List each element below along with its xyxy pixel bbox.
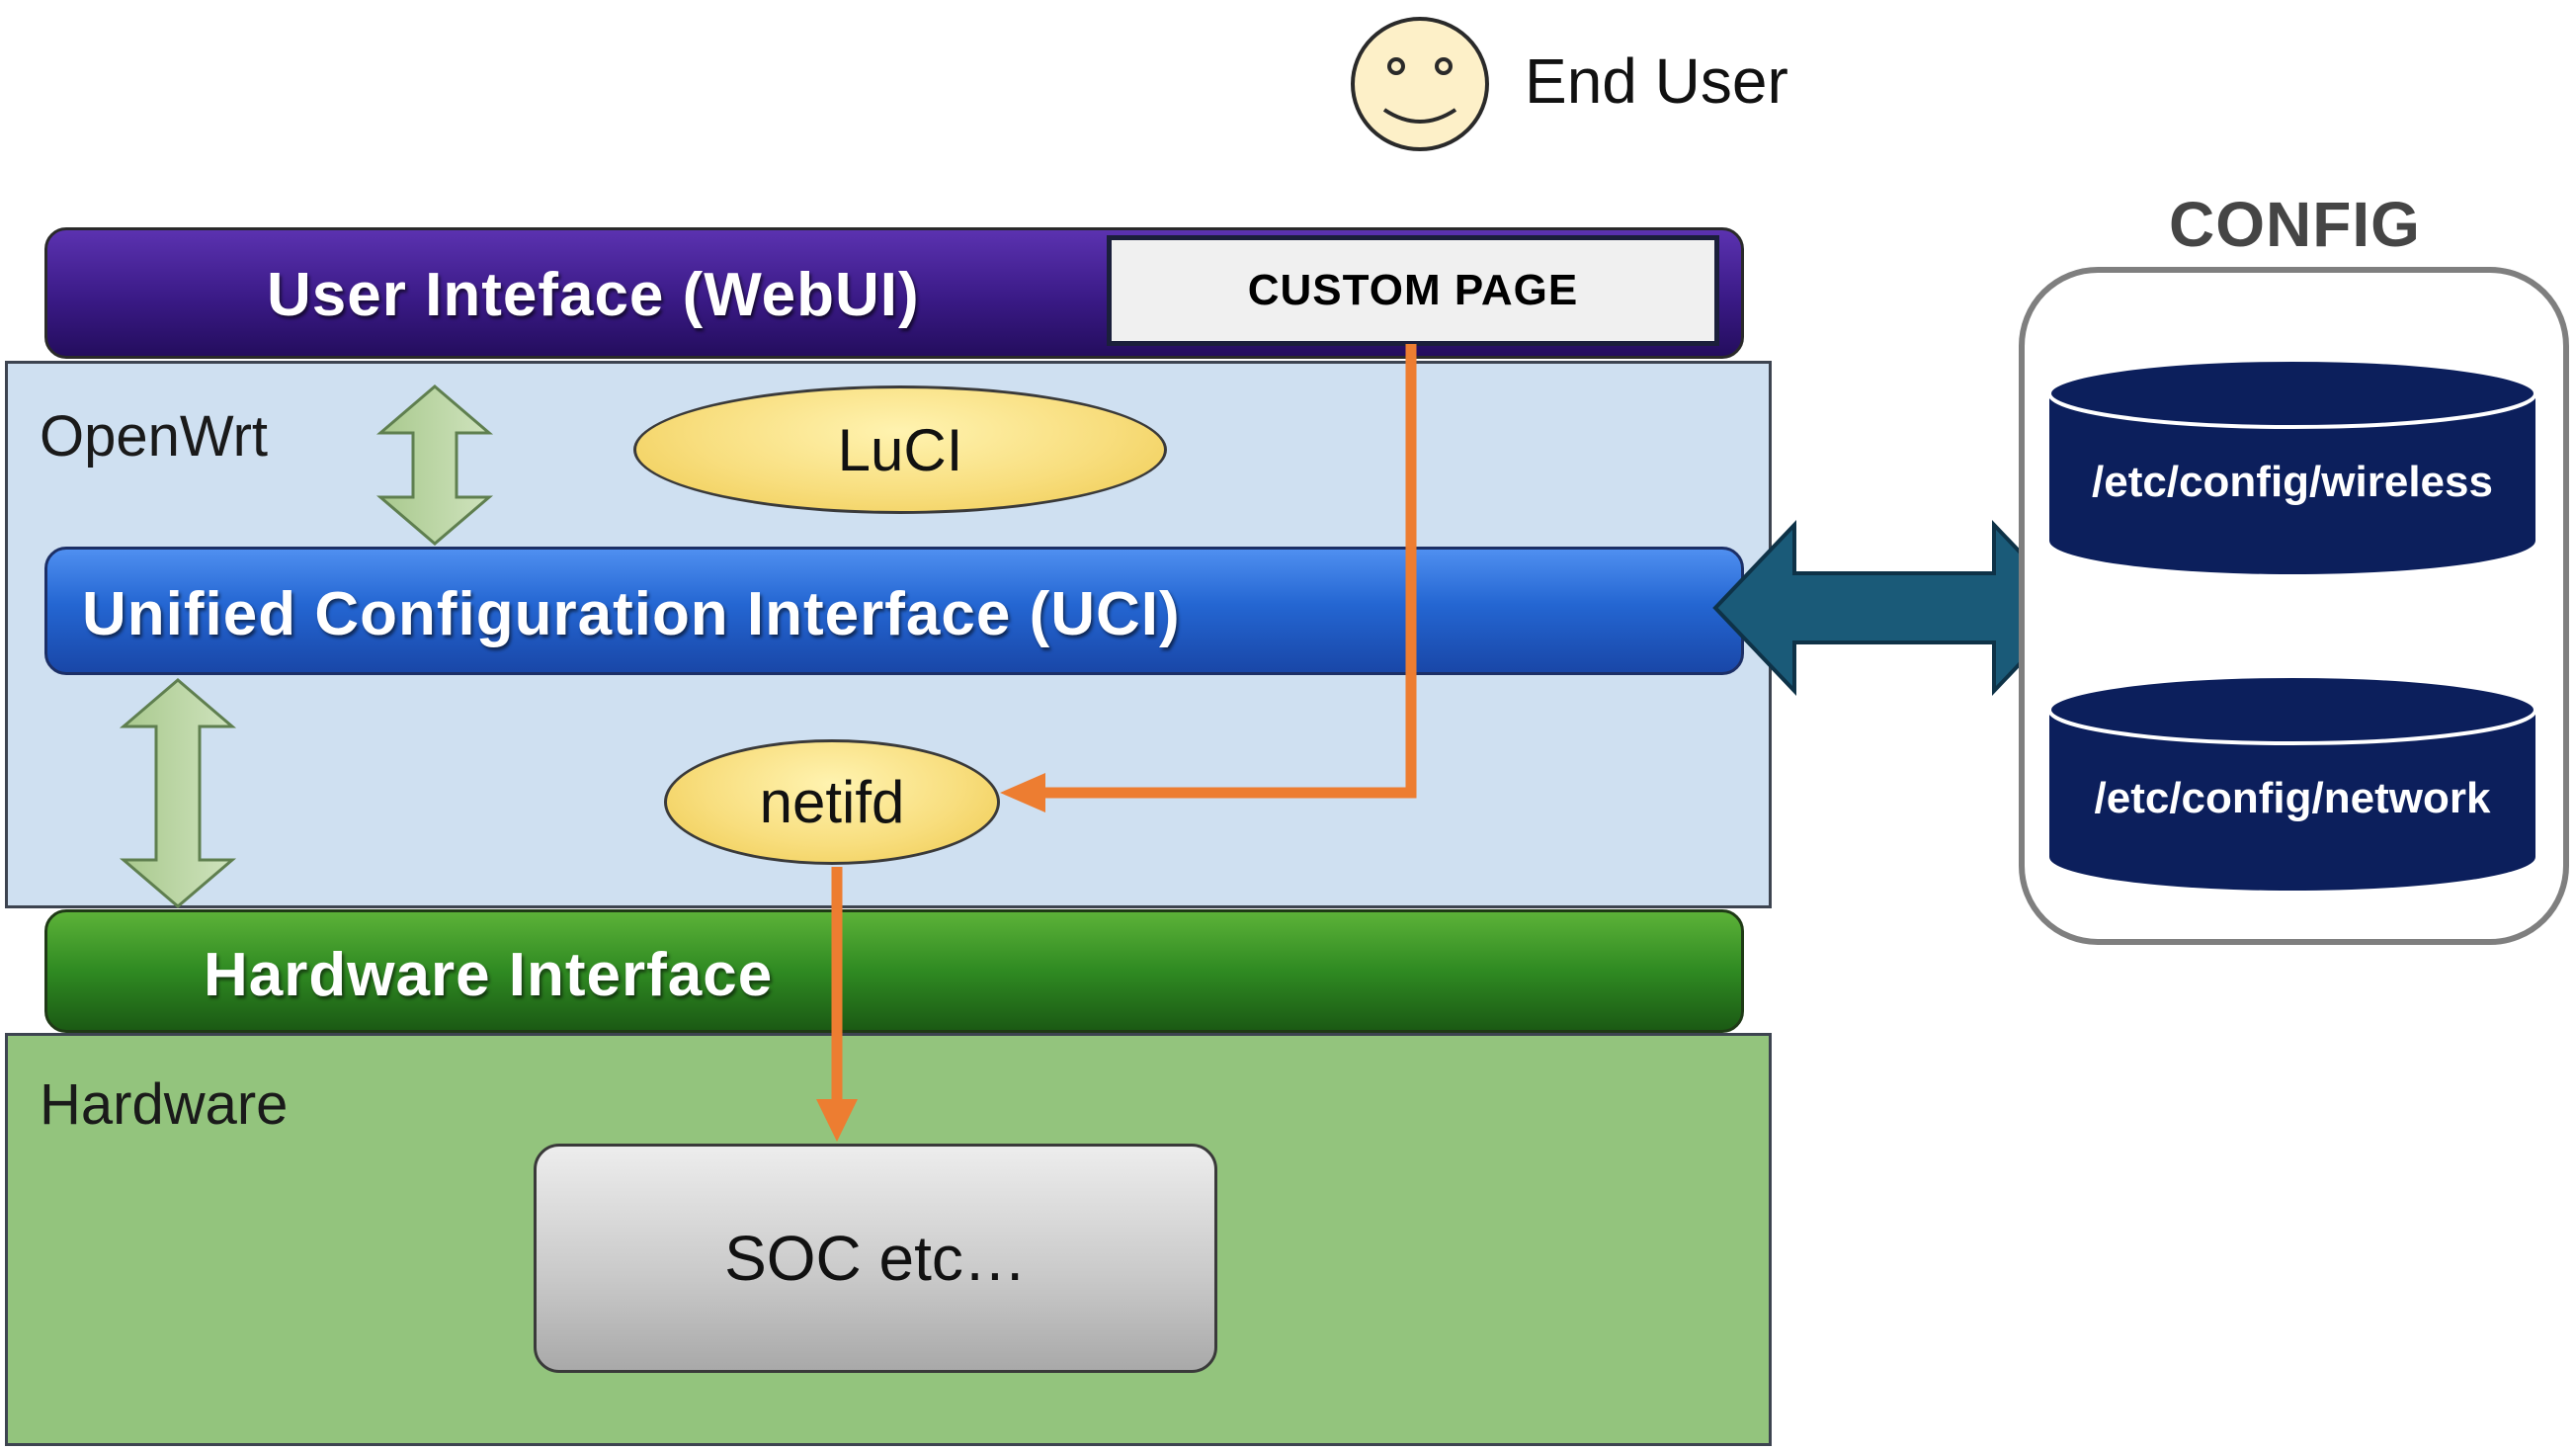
- uci-hardware-double-arrow-icon: [119, 678, 237, 908]
- custom-page-box: CUSTOM PAGE: [1107, 235, 1719, 346]
- database-wireless-icon: /etc/config/wireless: [2045, 356, 2539, 578]
- hardware-interface-label: Hardware Interface: [204, 941, 774, 1009]
- netifd-arrowhead-icon: [1000, 773, 1045, 812]
- luci-label: LuCI: [837, 416, 963, 483]
- config-title: CONFIG: [2169, 189, 2421, 260]
- custom-page-label: CUSTOM PAGE: [1247, 266, 1579, 314]
- uci-label: Unified Configuration Interface (UCI): [82, 580, 1181, 648]
- webui-label: User Inteface (WebUI): [267, 261, 920, 329]
- config-file-wireless: /etc/config/wireless: [2092, 458, 2493, 506]
- config-file-network: /etc/config/network: [2094, 774, 2491, 822]
- openwrt-label: OpenWrt: [40, 404, 269, 469]
- netifd-label: netifd: [759, 769, 905, 835]
- database-network-icon: /etc/config/network: [2045, 672, 2539, 895]
- hardware-interface-bar: Hardware Interface: [44, 909, 1744, 1033]
- luci-ellipse: LuCI: [633, 385, 1167, 514]
- webui-uci-double-arrow-icon: [375, 384, 494, 546]
- end-user-label: End User: [1525, 45, 1788, 117]
- smiley-face-icon: [1349, 15, 1492, 153]
- soc-box: SOC etc…: [534, 1144, 1217, 1373]
- netifd-ellipse: netifd: [664, 739, 1000, 865]
- soc-label: SOC etc…: [724, 1223, 1027, 1294]
- hardware-label: Hardware: [40, 1072, 289, 1137]
- soc-arrowhead-icon: [816, 1099, 858, 1142]
- custom-page-to-netifd-arrow: [1038, 344, 1417, 799]
- hardware-layer: Hardware: [5, 1033, 1772, 1446]
- uci-layer-bar: Unified Configuration Interface (UCI): [44, 547, 1744, 675]
